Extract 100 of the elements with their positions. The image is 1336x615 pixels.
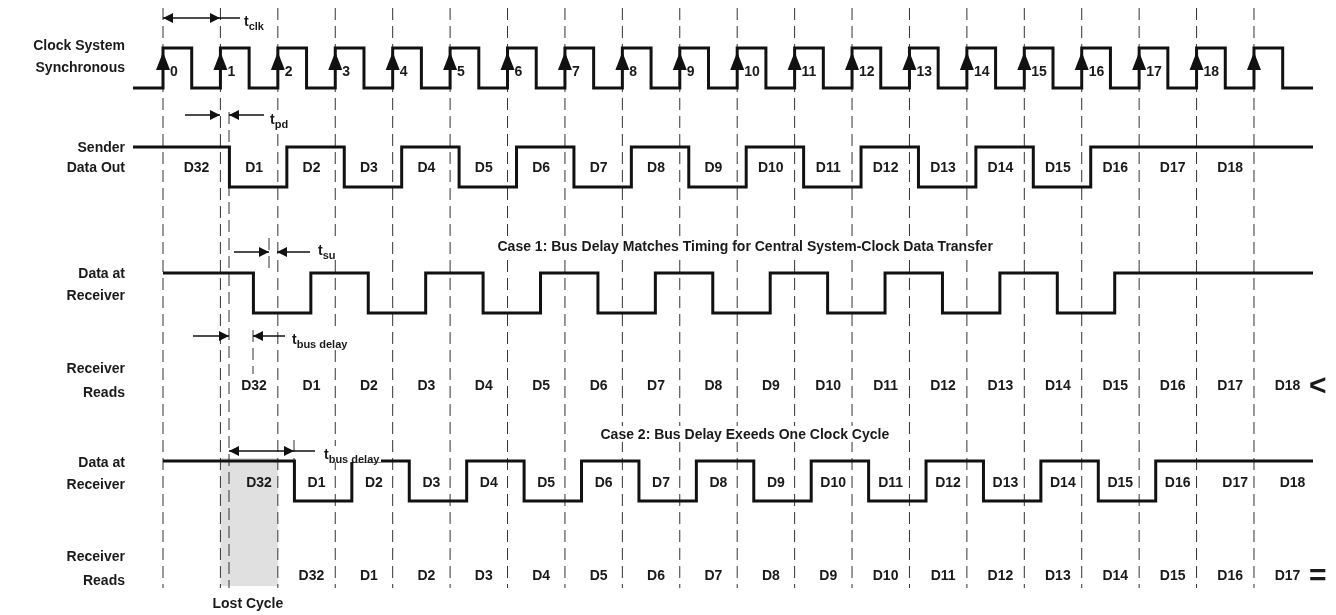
data-word-label: D9 (819, 567, 838, 583)
data-word-label: D6 (532, 159, 551, 175)
cycle-number: 5 (457, 63, 465, 79)
data-word-label: D1 (307, 474, 326, 490)
data-word-label: D8 (709, 474, 728, 490)
data-word-label: D10 (820, 474, 846, 490)
data-word-label: D5 (537, 474, 556, 490)
data-word-label: D15 (1107, 474, 1134, 490)
comparison-symbol: < (1309, 370, 1327, 400)
data-word-label: D4 (532, 567, 551, 583)
data-word-label: D18 (1274, 377, 1301, 393)
data-word-label: D3 (422, 474, 441, 490)
data-word-label: D7 (647, 377, 665, 393)
data-word-label: D17 (1217, 377, 1243, 393)
data-word-label: D5 (474, 159, 493, 175)
data-word-label: D8 (761, 567, 780, 583)
data-word-label: D15 (1159, 567, 1186, 583)
data-word-label: D8 (647, 159, 665, 175)
data-word-label: D15 (1045, 159, 1071, 175)
signal-name: Receiver Reads (65, 359, 125, 402)
data-word-label: D2 (364, 474, 383, 490)
cycle-number: 9 (686, 63, 695, 79)
data-word-label: D7 (589, 159, 608, 175)
data-word-label: D3 (359, 159, 378, 175)
data-word-label: D11 (815, 159, 841, 175)
data-word-label: D6 (594, 474, 613, 490)
data-word-label: D7 (704, 567, 723, 583)
data-word-label: D1 (245, 159, 264, 175)
data-word-label: D12 (935, 474, 961, 490)
signal-name: Data at Receiver (65, 264, 125, 305)
data-word-label: D16 (1217, 567, 1243, 583)
data-word-label: D18 (1217, 159, 1243, 175)
data-word-label: D4 (479, 474, 498, 490)
data-word-label: D32 (183, 159, 210, 175)
cycle-number: 3 (342, 63, 351, 79)
cycle-number: 17 (1146, 63, 1162, 79)
data-word-label: D10 (872, 567, 899, 583)
cycle-number: 13 (916, 63, 933, 79)
data-word-label: D2 (417, 567, 436, 583)
data-word-label: D32 (298, 567, 325, 583)
data-word-label: D16 (1102, 159, 1129, 175)
signal-name: Sender Data Out (65, 138, 125, 177)
timing-label: t$_{clk}$ (242, 13, 266, 29)
data-word-label: D11 (873, 377, 899, 393)
data-word-label: D12 (930, 377, 956, 393)
data-word-label: D15 (1102, 377, 1129, 393)
cycle-number: 16 (1088, 63, 1105, 79)
data-word-label: D11 (930, 567, 956, 583)
data-word-label: D3 (474, 567, 493, 583)
timing-label: t$_{su}$ (316, 242, 338, 258)
data-word-label: D6 (647, 567, 665, 583)
data-word-label: D3 (417, 377, 436, 393)
data-word-label: D5 (532, 377, 551, 393)
cycle-number: 8 (629, 63, 638, 79)
data-word-label: D13 (930, 159, 956, 175)
data-word-label: D14 (1045, 377, 1071, 393)
data-word-label: D4 (474, 377, 493, 393)
data-word-label: D9 (761, 377, 780, 393)
data-word-label: D17 (1222, 474, 1248, 490)
equals-symbol: = (1309, 560, 1327, 590)
data-word-label: D9 (704, 159, 723, 175)
data-word-label: D1 (359, 567, 378, 583)
data-word-label: D17 (1159, 159, 1186, 175)
cycle-number: 2 (284, 63, 293, 79)
cycle-number: 18 (1203, 63, 1220, 79)
data-word-label: D2 (359, 377, 378, 393)
cycle-number: 0 (170, 63, 178, 79)
cycle-number: 10 (744, 63, 760, 79)
data-word-label: D14 (1050, 474, 1076, 490)
data-word-label: D13 (987, 377, 1014, 393)
data-word-label: D5 (589, 567, 608, 583)
case-heading: Case 1: Bus Delay Matches Timing for Central System-Clock Data Transfer (495, 238, 995, 254)
data-word-label: D17 (1274, 567, 1301, 583)
data-word-label: D18 (1279, 474, 1306, 490)
signal-name: Receiver Reads (65, 547, 125, 590)
signal-name: Clock System Synchronous (32, 36, 125, 77)
data-word-label: D8 (704, 377, 723, 393)
data-word-label: D13 (1045, 567, 1071, 583)
cycle-number: 11 (801, 63, 817, 79)
case-heading: Case 2: Bus Delay Exeeds One Clock Cycle (598, 426, 892, 442)
region-label: Lost Cycle (212, 595, 284, 611)
data-word-label: D14 (987, 159, 1014, 175)
data-word-label: D13 (992, 474, 1019, 490)
data-word-label: D1 (302, 377, 321, 393)
data-word-label: D4 (417, 159, 436, 175)
data-word-label: D10 (815, 377, 841, 393)
cycle-number: 6 (514, 63, 523, 79)
cycle-number: 4 (399, 63, 408, 79)
data-word-label: D14 (1102, 567, 1129, 583)
data-word-label: D7 (652, 474, 670, 490)
cycle-number: 15 (1031, 63, 1047, 79)
data-word-label: D12 (872, 159, 899, 175)
cycle-number: 7 (571, 63, 580, 79)
data-word-label: D11 (878, 474, 904, 490)
cycle-number: 12 (859, 63, 875, 79)
data-word-label: D9 (766, 474, 785, 490)
data-word-label: D16 (1159, 377, 1186, 393)
data-word-label: D32 (241, 377, 267, 393)
cycle-number: 14 (973, 63, 990, 79)
data-word-label: D10 (757, 159, 784, 175)
